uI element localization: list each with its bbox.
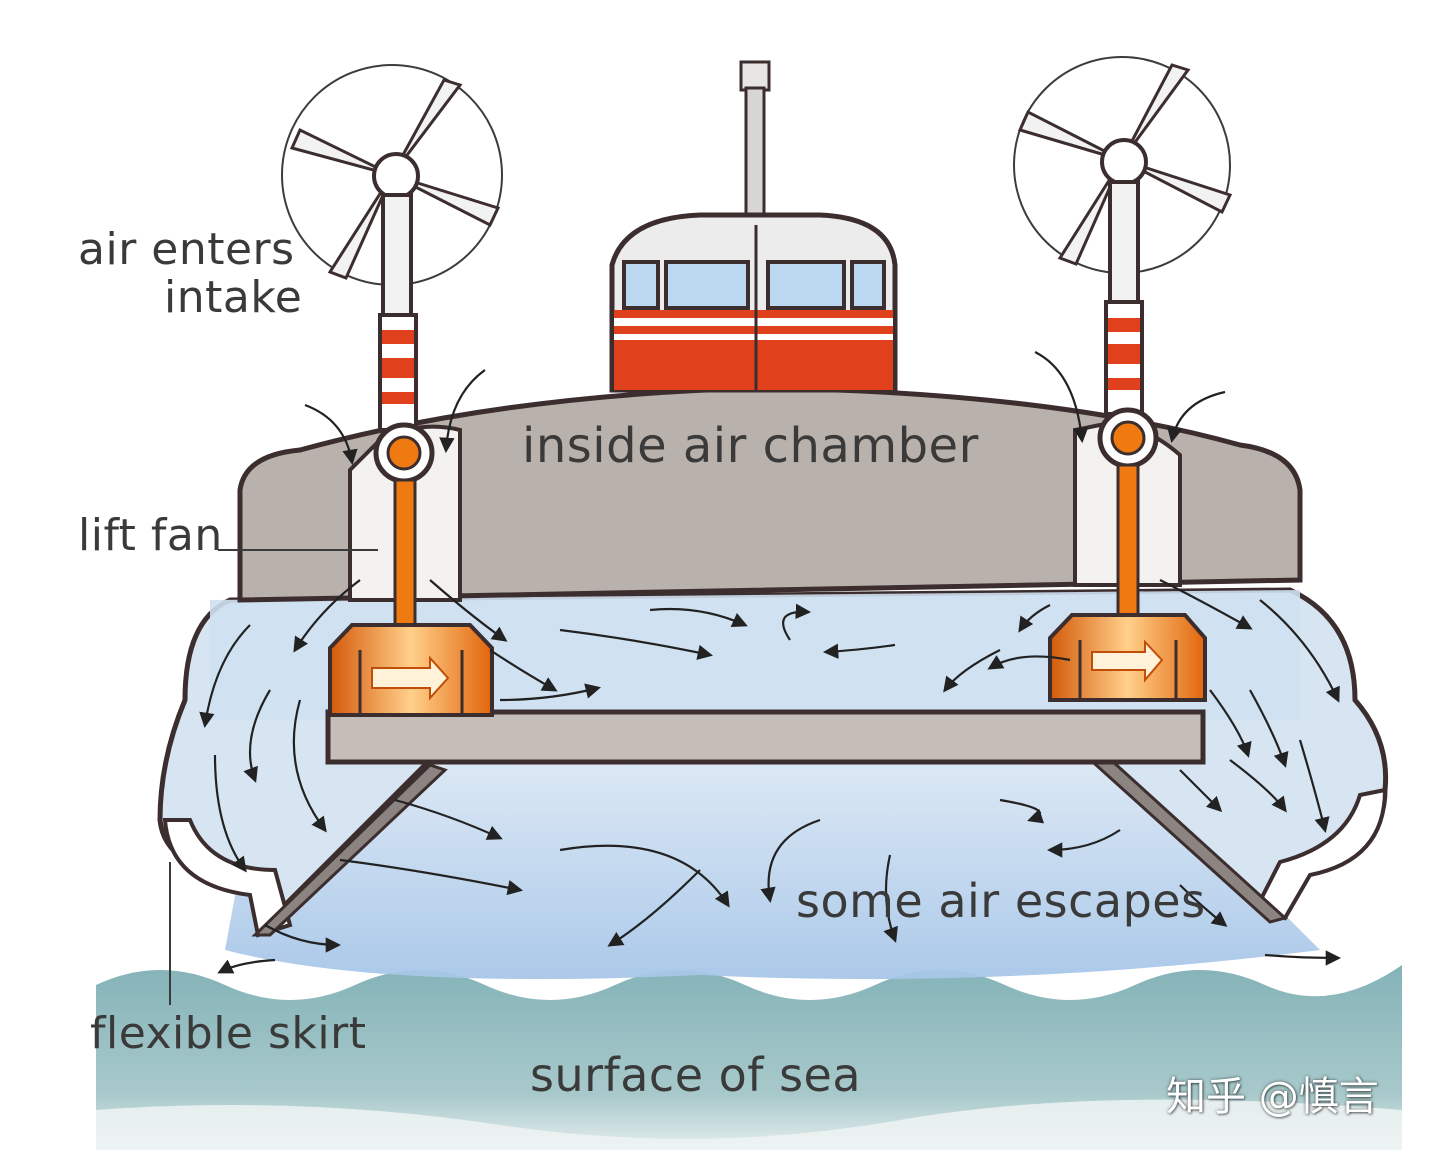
air-escapes-label: some air escapes: [796, 874, 1206, 928]
right-propeller-fan: [1013, 56, 1233, 617]
watermark: 知乎 @慎言: [1166, 1074, 1379, 1120]
sea: [96, 965, 1402, 1150]
air-chamber-label: inside air chamber: [522, 418, 979, 474]
cabin-windows: [622, 260, 886, 310]
left-lift-fan: [328, 623, 494, 717]
air-cushion: [225, 750, 1320, 980]
deck-plate: [325, 709, 1206, 765]
leader-lines: [169, 549, 378, 1005]
sea-surface-label: surface of sea: [530, 1048, 862, 1102]
hull: [237, 385, 1303, 603]
airflow-arrows: [199, 351, 1342, 974]
air-intake-label-line1: air enters: [78, 224, 295, 275]
right-lift-fan: [1048, 613, 1207, 702]
cabin: [609, 60, 898, 393]
left-propeller-fan: [281, 64, 503, 632]
flexible-skirt-label: flexible skirt: [90, 1008, 367, 1059]
lift-fan-label: lift fan: [78, 510, 223, 561]
air-intake-label: air enters intake: [78, 224, 303, 324]
air-intake-label-line2: intake: [164, 272, 303, 324]
